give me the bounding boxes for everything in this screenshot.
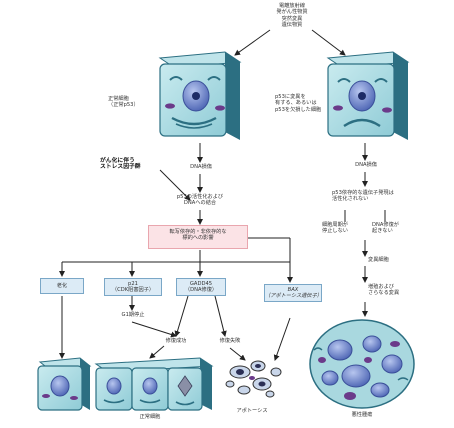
- malignant-tumor-label: 悪性腫瘍: [342, 412, 382, 418]
- transcription-effects-box: 転写依存的・非依存的な 標的への影響: [148, 225, 248, 249]
- mutant-cell-illustration: [328, 52, 408, 140]
- dna-damage-right-label: DNA損傷: [346, 162, 386, 168]
- apoptosis-illustration: [226, 361, 281, 397]
- repair-fail-label: 修復失敗: [214, 338, 246, 344]
- proliferation-label: 増殖および さらなる変異: [368, 284, 412, 297]
- gadd45-box: GADD45 （DNA修復）: [176, 278, 226, 296]
- normal-cell-illustration: [160, 52, 240, 140]
- mutant-cell-label: p53に変異を 有する、あるいは p53を欠損した細胞: [275, 94, 327, 113]
- no-repair-label: DNA修復が 起きない: [372, 222, 412, 235]
- normal-cells-row-illustration: [96, 358, 212, 410]
- g1-arrest-label: G1期停止: [116, 312, 150, 318]
- apoptosis-label: アポトーシス: [230, 408, 274, 414]
- dna-damage-left-label: DNA損傷: [184, 164, 218, 170]
- no-activation-label: p53依存的な遺伝子発現は 活性化されない: [332, 190, 418, 203]
- normal-cells-bottom-label: 正常細胞: [130, 414, 170, 420]
- normal-cell-label: 正常細胞 （正常p53）: [108, 96, 148, 109]
- no-arrest-label: 細胞周期が 停止しない: [322, 222, 362, 235]
- senescence-box: 老化: [40, 278, 84, 294]
- top-cause-label: 電離放射線 発がん性物質 突然変異 遺伝物質: [268, 3, 316, 29]
- mutant-cells-label: 変異細胞: [368, 257, 408, 263]
- stress-factors-label: がん化に伴う ストレス因子群: [100, 158, 160, 171]
- p21-box: p21 （CDK阻害因子）: [104, 278, 162, 296]
- senescent-cell-illustration: [38, 358, 90, 410]
- bax-box: BAX （アポトーシス遺伝子）: [264, 284, 322, 302]
- repair-success-label: 修復成功: [160, 338, 192, 344]
- malignant-tumor-illustration: [310, 320, 414, 408]
- p53-activation-label: p53の活性化および DNAへの結合: [168, 194, 232, 207]
